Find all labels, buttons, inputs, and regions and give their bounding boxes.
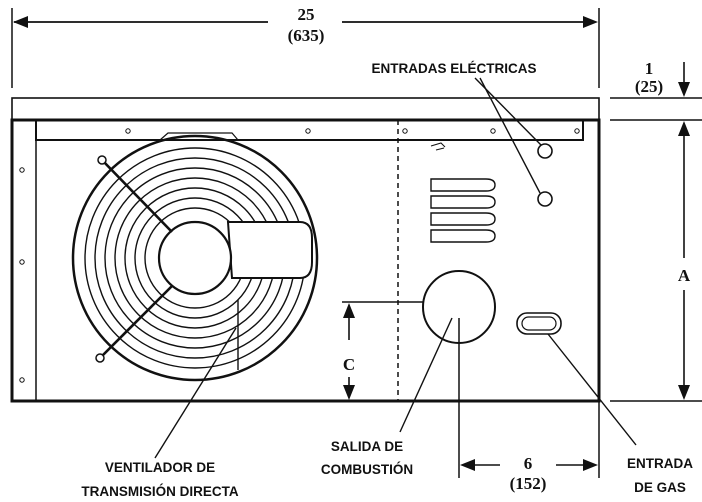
- fan-outer-ring: [71, 134, 319, 382]
- strut-mounts: [95, 155, 107, 363]
- leader-lines: [154, 77, 637, 459]
- height-label: A: [678, 266, 691, 285]
- cabinet: [10, 97, 601, 403]
- fan-label-line1: VENTILADOR DE: [105, 460, 215, 475]
- exhaust-label-line2: COMBUSTIÓN: [321, 462, 413, 477]
- motor-bracket: [226, 221, 313, 279]
- panel-mark: [430, 142, 446, 151]
- louver-vents: [430, 178, 496, 243]
- fan-struts: [99, 159, 173, 359]
- electrical-inlets-label: ENTRADAS ELÉCTRICAS: [371, 61, 536, 76]
- fan-hub: [157, 220, 233, 296]
- dimension-gas-offset: 6 (152): [458, 318, 600, 493]
- cabinet-outline: [10, 118, 601, 403]
- dimension-top-flange: 1 (25): [610, 59, 702, 121]
- top-flange: [11, 97, 600, 121]
- gas-offset-value: 6: [524, 454, 533, 473]
- panel-ridge: [159, 132, 239, 141]
- exhaust-label-line1: SALIDA DE: [331, 439, 403, 454]
- dimension-width: 25 (635): [11, 5, 600, 88]
- dimension-height: A: [610, 121, 702, 402]
- back-panel-lip: [35, 120, 584, 141]
- gas-offset-metric: (152): [510, 474, 547, 493]
- gas-label-line1: ENTRADA: [627, 456, 693, 471]
- electrical-inlet-lower: [537, 191, 553, 207]
- width-metric: (635): [288, 26, 325, 45]
- dimension-vent-height: C: [342, 301, 424, 400]
- width-value: 25: [298, 5, 315, 24]
- electrical-inlets: [537, 143, 553, 207]
- electrical-inlet-upper: [537, 143, 553, 159]
- vent-height-label: C: [343, 355, 355, 374]
- flange-value: 1: [645, 59, 654, 78]
- gas-label-line2: DE GAS: [634, 480, 686, 495]
- flange-metric: (25): [635, 77, 663, 96]
- fan-label-line2: TRANSMISIÓN DIRECTA: [81, 484, 238, 499]
- gas-inlet: [516, 312, 562, 335]
- screw-holes: [19, 128, 580, 383]
- fan-icon: [71, 134, 319, 382]
